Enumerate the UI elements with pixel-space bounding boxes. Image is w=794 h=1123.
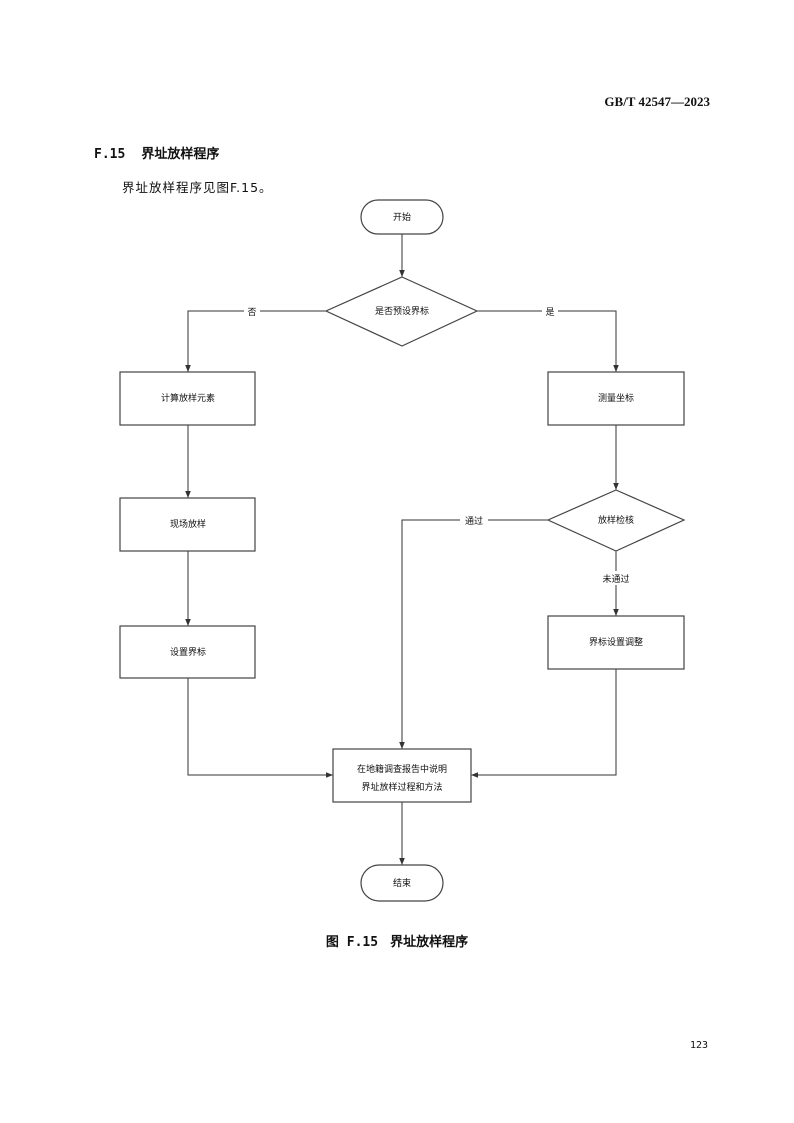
label-fail: 未通过	[602, 573, 629, 585]
report-label-line2: 界址放样过程和方法	[361, 781, 442, 793]
arrow-set-to-report	[187, 678, 333, 778]
set-marker-label: 设置界标	[170, 646, 206, 658]
decision-preset-marker: 是否预设界标	[324, 276, 479, 347]
intro-paragraph: 界址放样程序见图F.15。	[122, 180, 273, 195]
measure-coords-box: 测量坐标	[547, 371, 685, 426]
field-stakeout-label: 现场放样	[170, 518, 206, 530]
section-title: 界址放样程序	[141, 147, 220, 162]
decision-preset-label: 是否预设界标	[375, 305, 429, 317]
arrow-yes-branch	[477, 310, 619, 372]
connectors	[185, 234, 619, 865]
figure-caption: 图 F.15 界址放样程序	[0, 931, 794, 950]
label-no: 否	[247, 307, 256, 318]
page-number: 123	[689, 1040, 708, 1051]
report-label-line1: 在地籍调查报告中说明	[357, 763, 447, 775]
calc-elements-box: 计算放样元素	[119, 371, 256, 426]
arrow-no-branch	[185, 310, 326, 372]
measure-coords-label: 测量坐标	[598, 392, 634, 404]
section-number: F.15	[94, 147, 126, 162]
adjust-marker-box: 界标设置调整	[547, 615, 685, 670]
standard-code: GB/T 42547—2023	[604, 94, 710, 109]
set-marker-box: 设置界标	[119, 625, 256, 679]
section-heading: F.15 界址放样程序	[94, 143, 219, 162]
arrow-adjust-to-report	[471, 669, 617, 778]
start-label: 开始	[393, 211, 411, 223]
report-box: 在地籍调查报告中说明 界址放样过程和方法	[332, 748, 472, 803]
field-stakeout-box: 现场放样	[119, 497, 256, 552]
stakeout-check-label: 放样检核	[598, 514, 634, 526]
label-pass: 通过	[465, 515, 483, 527]
end-terminal: 结束	[360, 864, 444, 902]
figure-number: 图 F.15	[325, 935, 379, 950]
figure-title: 界址放样程序	[390, 935, 469, 950]
arrow-pass-to-report	[399, 519, 548, 749]
decision-stakeout-check: 放样检核	[546, 489, 686, 552]
start-terminal: 开始	[360, 199, 444, 235]
adjust-marker-label: 界标设置调整	[589, 636, 643, 648]
end-label: 结束	[393, 877, 411, 889]
label-yes: 是	[545, 307, 554, 318]
calc-elements-label: 计算放样元素	[161, 392, 215, 404]
